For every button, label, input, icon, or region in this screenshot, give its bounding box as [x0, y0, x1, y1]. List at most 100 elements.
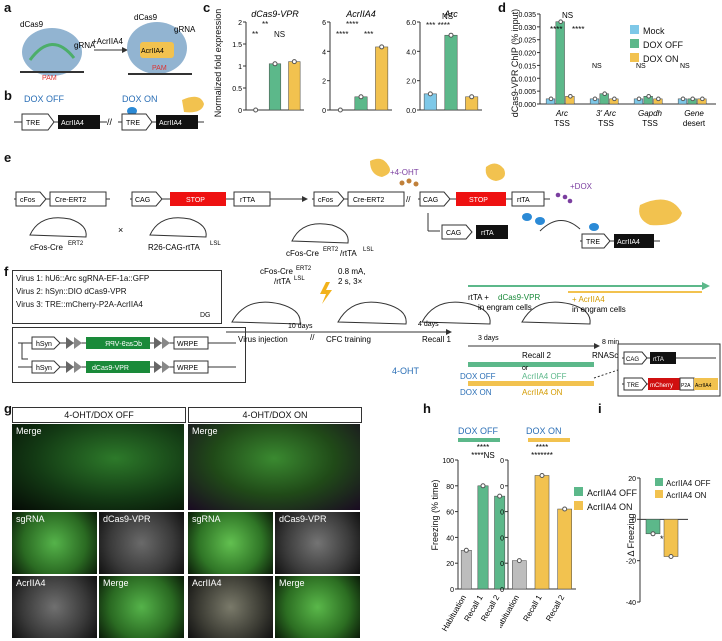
- x-tick-label: Gene: [684, 109, 704, 118]
- y-tick-label: 0: [500, 587, 504, 594]
- acr-block: [140, 42, 174, 58]
- svg-text:in engram cells: in engram cells: [572, 305, 626, 314]
- panel-f-timeline: cFos-Cre ERT2 /rtTA LSL 0.8 mA, 2 s, 3× …: [226, 266, 721, 397]
- break-mark: //: [107, 117, 113, 127]
- svg-text:or: or: [522, 365, 529, 372]
- significance-label: ****: [550, 25, 562, 34]
- shock-icon: [320, 282, 332, 304]
- dio-construct: hSyn dCas9-VPR WRPE hSyn dCas9-VPR WRPE: [18, 336, 236, 374]
- significance-label: ****: [572, 25, 584, 34]
- virus3-text: Virus 3: TRE::mCherry-P2A-AcrIIA4: [16, 300, 143, 309]
- svg-text:CAG: CAG: [423, 197, 438, 204]
- panel-label-g: g: [4, 401, 12, 416]
- dox-on-label: DOX ON: [122, 94, 158, 104]
- g-right-title-box: 4-OHT/DOX ON: [188, 407, 362, 423]
- svg-text:TRE: TRE: [586, 239, 600, 246]
- dg-label: DG: [200, 312, 211, 319]
- micro-merge2-right: Merge: [275, 576, 360, 638]
- data-point: [568, 93, 573, 99]
- x-tick-label: TSS: [554, 119, 570, 128]
- data-point: [463, 547, 469, 553]
- data-point: [656, 96, 661, 102]
- micro-merge2-left: Merge: [99, 576, 184, 638]
- svg-text://: //: [310, 333, 315, 342]
- y-tick-label: 20: [446, 561, 454, 568]
- pam-label-1: PAM: [42, 75, 57, 82]
- svg-text:CFC training: CFC training: [326, 335, 371, 344]
- panel-label-f: f: [4, 264, 9, 279]
- y-tick-label: 4.0: [406, 49, 416, 56]
- data-point: [690, 96, 695, 102]
- data-point: [516, 558, 522, 564]
- panel-b-diagram: DOX OFF TRE AcrIIA4 // DOX ON TRE AcrIIA…: [14, 94, 204, 131]
- sig-c-b2: ****: [336, 30, 349, 39]
- dcas9-label-2: dCas9: [134, 13, 158, 22]
- x-tick-label: Habituation: [500, 594, 521, 634]
- panel-label-b: b: [4, 88, 12, 103]
- svg-text:hSyn: hSyn: [36, 341, 52, 348]
- significance-label: ****: [477, 444, 489, 452]
- data-point: [272, 61, 278, 67]
- data-point: [650, 531, 656, 537]
- y-tick-label: 6.0: [406, 20, 416, 27]
- svg-text:TRE: TRE: [627, 383, 639, 389]
- sig-c-b3: ***: [364, 30, 374, 39]
- sig-c-a2: **: [252, 30, 259, 39]
- h-dox-off-bar: [458, 438, 500, 442]
- svg-text:DOX ON: DOX ON: [460, 388, 492, 397]
- svg-text:AcrIIA4: AcrIIA4: [695, 383, 712, 389]
- sig-c-b1: ****: [346, 20, 359, 29]
- svg-text:rtTA +: rtTA +: [468, 293, 489, 302]
- y-tick-label: -20: [626, 559, 636, 566]
- svg-text:rtTA: rtTA: [481, 230, 494, 237]
- bar: [534, 475, 550, 590]
- svg-text://: //: [406, 195, 411, 204]
- micro-merge-right: Merge: [188, 424, 360, 510]
- y-tick-label: 0.005: [518, 89, 536, 96]
- acr-gene-1: [58, 115, 100, 129]
- data-point: [337, 107, 343, 113]
- svg-text:cFos-Cre: cFos-Cre: [286, 249, 319, 258]
- tre-label-1: TRE: [26, 120, 40, 127]
- y-tick-label: 0: [632, 517, 636, 524]
- data-point: [602, 91, 607, 97]
- svg-text:hSyn: hSyn: [36, 365, 52, 372]
- cfos-promoter-1: [15, 191, 47, 207]
- svg-text:3 days: 3 days: [478, 335, 499, 342]
- sig-c-a1: **: [262, 20, 269, 29]
- significance-label: NS: [562, 11, 573, 20]
- acr-label-a: AcrIIA4: [141, 48, 164, 55]
- y-tick-label: 0: [322, 108, 326, 115]
- y-tick-label: 2: [322, 79, 326, 86]
- micro-sgrna-right: sgRNA: [188, 512, 273, 574]
- legend-i-off: AcrIIA4 OFF: [655, 478, 710, 490]
- dio-box: [12, 327, 246, 383]
- svg-text:ERT2: ERT2: [323, 247, 339, 253]
- svg-text:+ AcrIIA4: + AcrIIA4: [572, 295, 605, 304]
- g-left-title-box: 4-OHT/DOX OFF: [12, 407, 186, 423]
- svg-text:WRPE: WRPE: [177, 341, 198, 348]
- svg-text:cFos-Cre: cFos-Cre: [30, 243, 63, 252]
- cre-protein-1: [370, 158, 390, 177]
- h-dox-on-bar: [528, 438, 570, 442]
- svg-text:/rtTA: /rtTA: [340, 249, 357, 258]
- legend-d-mock: Mock: [630, 24, 683, 38]
- bar: [460, 550, 472, 590]
- micro-sgrna-left: sgRNA: [12, 512, 97, 574]
- y-tick-label: 0.010: [518, 76, 536, 83]
- svg-text:Recall 2: Recall 2: [522, 351, 551, 360]
- grna-label-2: gRNA: [174, 25, 196, 34]
- legend-d: Mock DOX OFF DOX ON: [630, 24, 683, 66]
- svg-text:cFos: cFos: [20, 197, 36, 204]
- virus2-text: Virus 2: hSyn::DIO dCas9-VPR: [16, 287, 127, 296]
- mouse-icon-e1: [29, 217, 87, 238]
- h-dox-off-label: DOX OFF: [458, 426, 498, 436]
- svg-text:ERT2: ERT2: [68, 241, 84, 247]
- mouse-icon-e3: [291, 223, 349, 244]
- data-point: [680, 96, 686, 102]
- micro-merge-left: Merge: [12, 424, 184, 510]
- y-tick-label: 100: [500, 458, 504, 465]
